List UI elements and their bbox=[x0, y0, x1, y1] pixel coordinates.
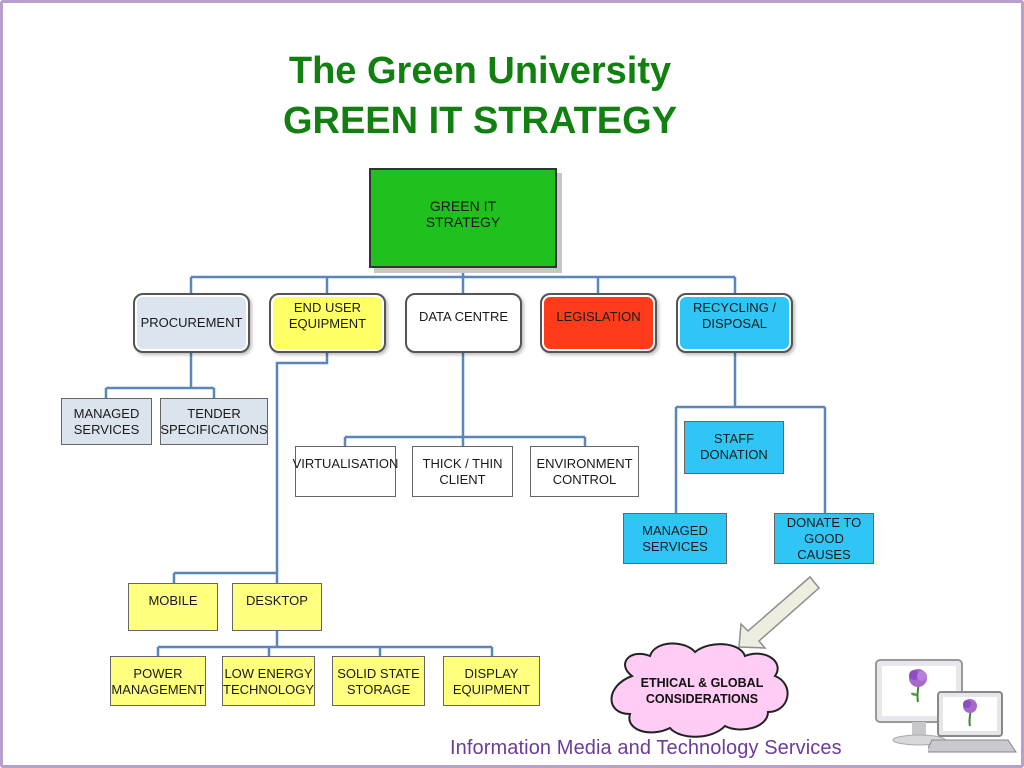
node-tender-specifications: TENDER SPECIFICATIONS bbox=[160, 398, 268, 445]
node-recycling-managed-services: MANAGED SERVICES bbox=[623, 513, 727, 564]
node-mobile: MOBILE bbox=[128, 583, 218, 631]
node-display-equipment: DISPLAY EQUIPMENT bbox=[443, 656, 540, 706]
category-data-centre: DATA CENTRE bbox=[405, 293, 522, 353]
category-procurement: PROCUREMENT bbox=[133, 293, 250, 353]
node-desktop: DESKTOP bbox=[232, 583, 322, 631]
category-legislation: LEGISLATION bbox=[540, 293, 657, 353]
node-staff-donation: STAFF DONATION bbox=[684, 421, 784, 474]
category-recycling-disposal: RECYCLING / DISPOSAL bbox=[676, 293, 793, 353]
title-line-1: The Green University bbox=[288, 50, 672, 92]
node-virtualisation: VIRTUALISATION bbox=[293, 446, 398, 497]
node-environment-control: ENVIRONMENT CONTROL bbox=[530, 446, 639, 497]
node-thick-thin-client: THICK / THIN CLIENT bbox=[412, 446, 513, 497]
flower-laptop-icon bbox=[928, 691, 1017, 753]
node-procurement-managed-services: MANAGED SERVICES bbox=[61, 398, 152, 445]
category-end-user-equipment: END USER EQUIPMENT bbox=[269, 293, 386, 353]
cloud-label: ETHICAL & GLOBAL CONSIDERATIONS bbox=[640, 676, 764, 706]
node-low-energy-technology: LOW ENERGY TECHNOLOGY bbox=[222, 656, 315, 706]
node-power-management: POWER MANAGEMENT bbox=[110, 656, 206, 706]
root-node: GREEN IT STRATEGY bbox=[369, 168, 557, 268]
node-donate-to-good-causes: DONATE TO GOOD CAUSES bbox=[774, 513, 874, 564]
title-line-2: GREEN IT STRATEGY bbox=[282, 100, 678, 142]
footer-text: Information Media and Technology Service… bbox=[450, 737, 842, 759]
node-solid-state-storage: SOLID STATE STORAGE bbox=[332, 656, 425, 706]
